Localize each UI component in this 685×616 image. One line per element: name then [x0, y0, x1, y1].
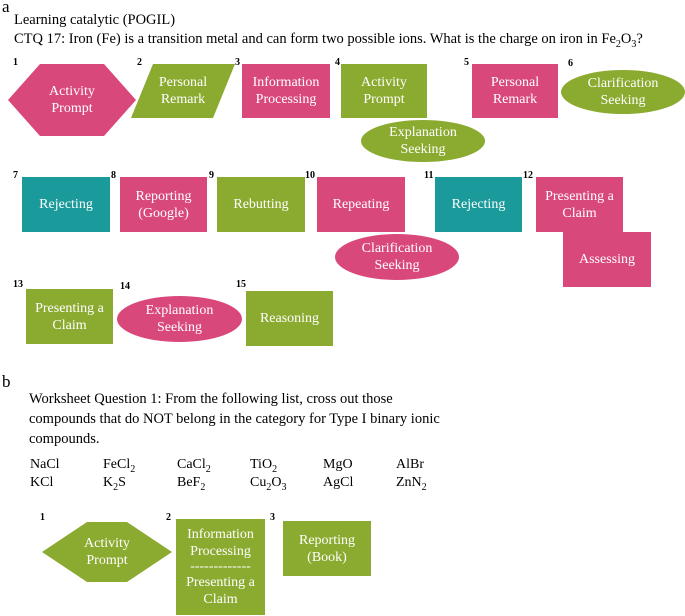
compound: K2S — [103, 475, 126, 493]
node-reporting-book: Reporting (Book) — [283, 521, 371, 576]
compound: MgO — [323, 457, 353, 472]
node-rebutting: Rebutting — [217, 177, 305, 232]
node-number: 1 — [13, 57, 18, 68]
node-explanation-seeking: Explanation Seeking — [117, 296, 242, 342]
node-number: 15 — [236, 279, 246, 290]
diamond-shape — [42, 522, 172, 582]
node-rejecting: Rejecting — [22, 177, 110, 232]
compound: TiO2 — [250, 457, 278, 475]
node-number: 13 — [13, 279, 23, 290]
worksheet-question: Worksheet Question 1: From the following… — [29, 391, 440, 447]
node-number: 8 — [111, 170, 116, 181]
node-assessing: Assessing — [563, 232, 651, 287]
node-number: 1 — [40, 512, 45, 523]
node-reasoning: Reasoning — [246, 291, 333, 346]
node-activity-prompt: Activity Prompt — [341, 64, 427, 118]
node-clarification-seeking: Clarification Seeking — [335, 234, 459, 280]
node-number: 7 — [13, 170, 18, 181]
node-separator: ------------- — [190, 559, 251, 574]
node-reporting-google: Reporting (Google) — [120, 177, 207, 232]
compound: FeCl2 — [103, 457, 136, 475]
compound: KCl — [30, 475, 54, 490]
node-activity-prompt: Activity Prompt — [49, 84, 95, 116]
panel-letter-b: b — [2, 372, 11, 391]
compound: AgCl — [323, 475, 354, 490]
node-number: 4 — [335, 57, 340, 68]
node-information-processing: Information Processing — [242, 64, 330, 118]
compound: Cu2O3 — [250, 475, 287, 493]
panel-letter-a: a — [2, 0, 10, 16]
node-number: 5 — [464, 57, 469, 68]
compound: CaCl2 — [177, 457, 211, 475]
node-number: 2 — [137, 57, 142, 68]
compound: BeF2 — [177, 475, 206, 493]
node-presenting-a-claim: Presenting a Claim — [536, 177, 623, 232]
panel-a-question: CTQ 17: Iron (Fe) is a transition metal … — [14, 31, 643, 50]
node-number: 11 — [424, 170, 434, 181]
node-number: 3 — [235, 57, 240, 68]
node-number: 14 — [120, 281, 130, 292]
compound: AlBr — [396, 457, 424, 472]
node-clarification-seeking: Clarification Seeking — [561, 70, 685, 114]
node-number: 6 — [568, 58, 573, 69]
node-number: 12 — [523, 170, 533, 181]
node-personal-remark: Personal Remark — [472, 64, 558, 118]
node-number: 2 — [166, 512, 171, 523]
node-number: 3 — [270, 512, 275, 523]
node-presenting-a-claim: Presenting a Claim — [26, 289, 113, 344]
node-explanation-seeking: Explanation Seeking — [361, 120, 485, 162]
diamond-shape — [8, 64, 136, 136]
compound: NaCl — [30, 457, 60, 472]
node-repeating: Repeating — [317, 177, 405, 232]
node-information-processing-presenting-claim: Information Processing ------------- Pre… — [176, 519, 265, 615]
node-rejecting: Rejecting — [435, 177, 522, 232]
compound: ZnN2 — [396, 475, 427, 493]
parallelogram-shape — [131, 64, 235, 118]
node-number: 10 — [305, 170, 315, 181]
node-personal-remark: Personal Remark — [158, 75, 208, 107]
node-activity-prompt: Activity Prompt — [84, 536, 130, 568]
node-label-top: Information Processing — [187, 527, 254, 559]
node-number: 9 — [209, 170, 214, 181]
panel-a-title: Learning catalytic (POGIL) — [14, 12, 176, 28]
node-label-bottom: Presenting a Claim — [186, 575, 255, 607]
